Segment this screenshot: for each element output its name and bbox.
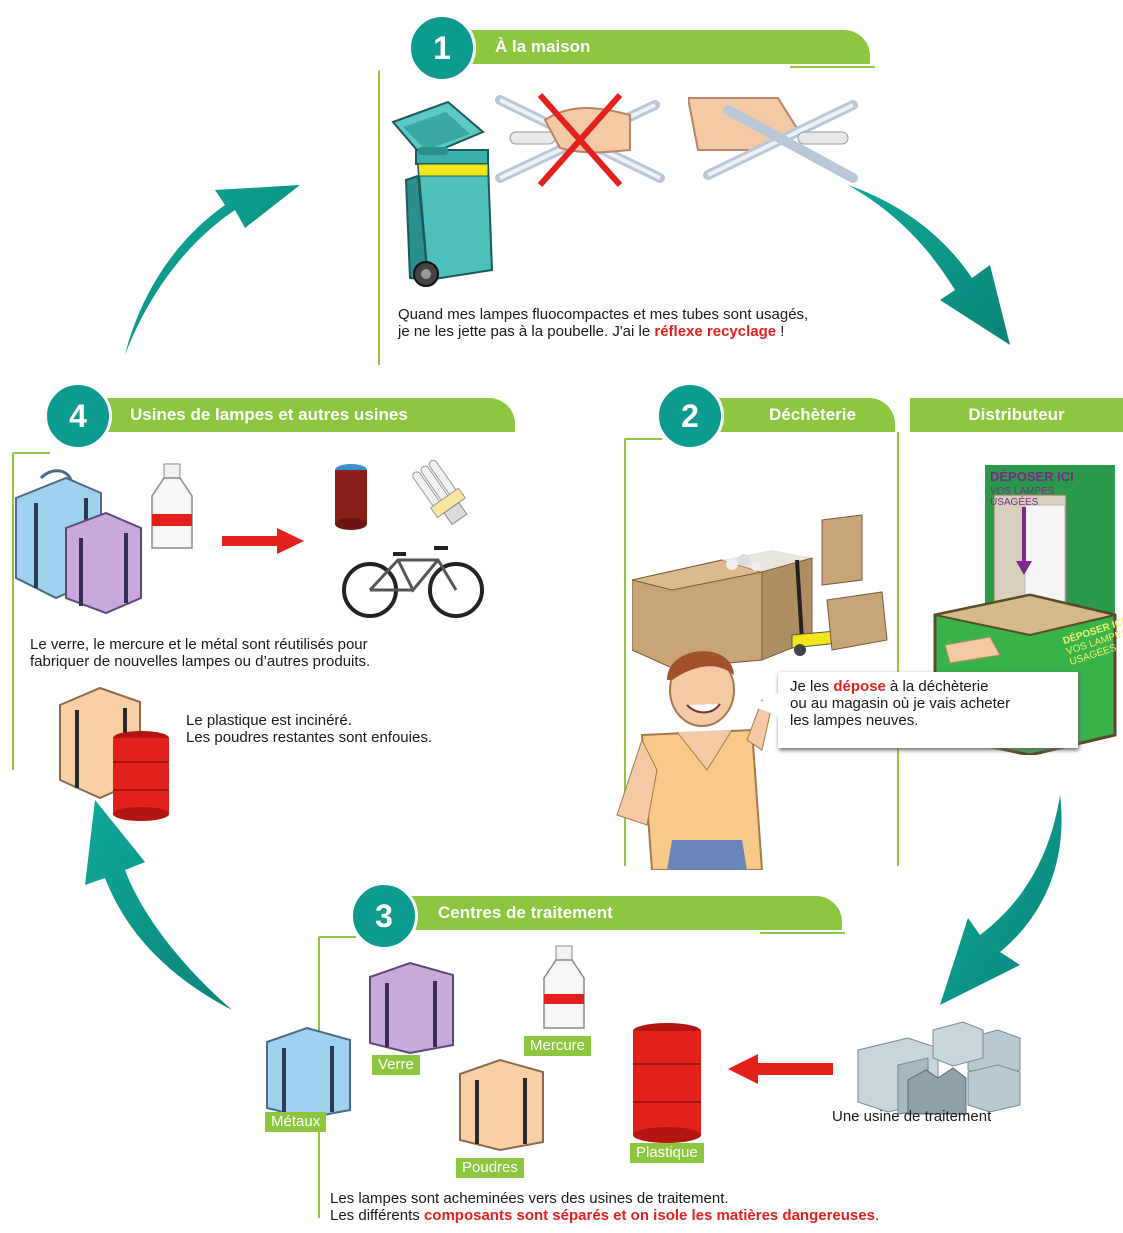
step1-header: À la maison	[455, 30, 870, 64]
step3-number: 3	[350, 882, 418, 950]
step2-frame-line	[624, 438, 626, 866]
step2-title-right: Distributeur	[968, 405, 1065, 424]
bubble-text: Je les dépose à la déchèterie ou au maga…	[790, 678, 1010, 729]
bubble-line3: les lampes neuves.	[790, 712, 919, 729]
step4-caption2-line2: Les poudres restantes sont enfouies.	[186, 729, 432, 746]
caption-text: !	[776, 323, 785, 340]
bubble-line2: ou au magasin où je vais acheter	[790, 695, 1011, 712]
factory-icon	[857, 1021, 1021, 1115]
cycle-arrow-icon	[940, 795, 1062, 1005]
divider	[320, 936, 356, 938]
divider	[14, 452, 50, 454]
cycle-arrow-icon	[848, 185, 1010, 345]
cardboard-box-icon	[632, 514, 888, 669]
step3-caption-line1: Les lampes sont acheminées vers des usin…	[330, 1190, 729, 1207]
sign-sub-line: VOS LAMPES	[990, 486, 1055, 497]
caption-text: je ne les jette pas à la poubelle. J'ai …	[398, 323, 655, 340]
sign-sub-line: USAGÉES	[990, 497, 1039, 508]
bubble-text-part: Je les	[790, 678, 834, 695]
label-verre: Verre	[372, 1055, 420, 1075]
step4-header: Usines de lampes et autres usines	[80, 398, 515, 432]
bulk-bag-icon	[459, 1058, 544, 1152]
arrow-icon	[728, 1054, 833, 1084]
step3-header: Centres de traitement	[396, 896, 842, 930]
trash-bin-icon	[391, 100, 494, 287]
divider	[760, 932, 845, 934]
label-poudres: Poudres	[456, 1158, 524, 1178]
divider	[790, 66, 875, 68]
step2-number: 2	[656, 382, 724, 450]
step4-caption: Le verre, le mercure et le métal sont ré…	[30, 636, 370, 670]
step4-caption2: Le plastique est incinéré. Les poudres r…	[186, 712, 432, 746]
cross-mark-icon	[537, 93, 623, 187]
step4-caption2-line1: Le plastique est incinéré.	[186, 712, 352, 729]
cycle-arrow-icon	[85, 800, 232, 1010]
bubble-text-part: à la déchèterie	[885, 678, 989, 695]
step1-caption-line2: je ne les jette pas à la poubelle. J'ai …	[398, 323, 808, 340]
step2-title-left: Déchèterie	[769, 405, 856, 424]
step4-caption-line1: Le verre, le mercure et le métal sont ré…	[30, 636, 368, 653]
label-mercure: Mercure	[524, 1036, 592, 1056]
step3-caption-line2: Les différents composants sont séparés e…	[330, 1207, 879, 1224]
speech-bubble	[778, 672, 1078, 748]
sign-title: DÉPOSER ICI	[990, 469, 1074, 484]
drum-barrel-icon	[113, 731, 169, 821]
cfl-bulb-icon	[412, 460, 468, 526]
bubble-tail	[752, 690, 784, 718]
cup-icon	[335, 464, 367, 530]
step1-caption: Quand mes lampes fluocompactes et mes tu…	[398, 306, 808, 340]
fluorescent-tube-icon	[495, 93, 665, 187]
step2-header-left: Déchèterie	[690, 398, 895, 432]
drum-barrel-icon	[633, 1023, 701, 1143]
bottle-icon	[543, 945, 585, 1029]
step4-number: 4	[44, 382, 112, 450]
step4-frame-line	[12, 452, 14, 770]
highlight-text: dépose	[833, 678, 886, 695]
highlight-text: réflexe recyclage	[654, 323, 777, 340]
divider	[626, 438, 662, 440]
caption-text: .	[874, 1207, 880, 1224]
step1-title: À la maison	[495, 37, 591, 56]
step1-caption-line1: Quand mes lampes fluocompactes et mes tu…	[398, 306, 809, 323]
step3-title: Centres de traitement	[438, 903, 613, 922]
sign-subtitle: VOS LAMPES USAGÉES	[990, 486, 1080, 508]
step2-separator	[897, 432, 899, 866]
step1-number: 1	[408, 14, 476, 82]
bulk-bag-icon	[369, 961, 454, 1055]
highlight-text: composants sont séparés et on isole les …	[423, 1207, 875, 1224]
bulk-bag-icon	[266, 1026, 351, 1120]
label-plastique: Plastique	[630, 1143, 704, 1163]
bottle-icon	[151, 463, 193, 549]
step1-frame-line	[378, 70, 380, 365]
caption-text: Les différents	[330, 1207, 424, 1224]
arrow-icon	[222, 528, 304, 554]
cycle-arrow-icon	[125, 185, 300, 355]
step4-title: Usines de lampes et autres usines	[130, 405, 408, 424]
step3-caption: Les lampes sont acheminées vers des usin…	[330, 1190, 879, 1224]
bulk-bag-icon	[15, 469, 142, 615]
bubble-line1: Je les dépose à la déchèterie	[790, 678, 1010, 695]
step4-caption-line2: fabriquer de nouvelles lampes ou d’autre…	[30, 653, 371, 670]
bicycle-icon	[342, 546, 484, 618]
label-metaux: Métaux	[265, 1112, 327, 1132]
step2-header-right: Distributeur	[910, 398, 1123, 432]
person-icon	[616, 651, 773, 870]
factory-label: Une usine de traitement	[832, 1108, 992, 1125]
fluorescent-tube-icon	[688, 97, 858, 183]
